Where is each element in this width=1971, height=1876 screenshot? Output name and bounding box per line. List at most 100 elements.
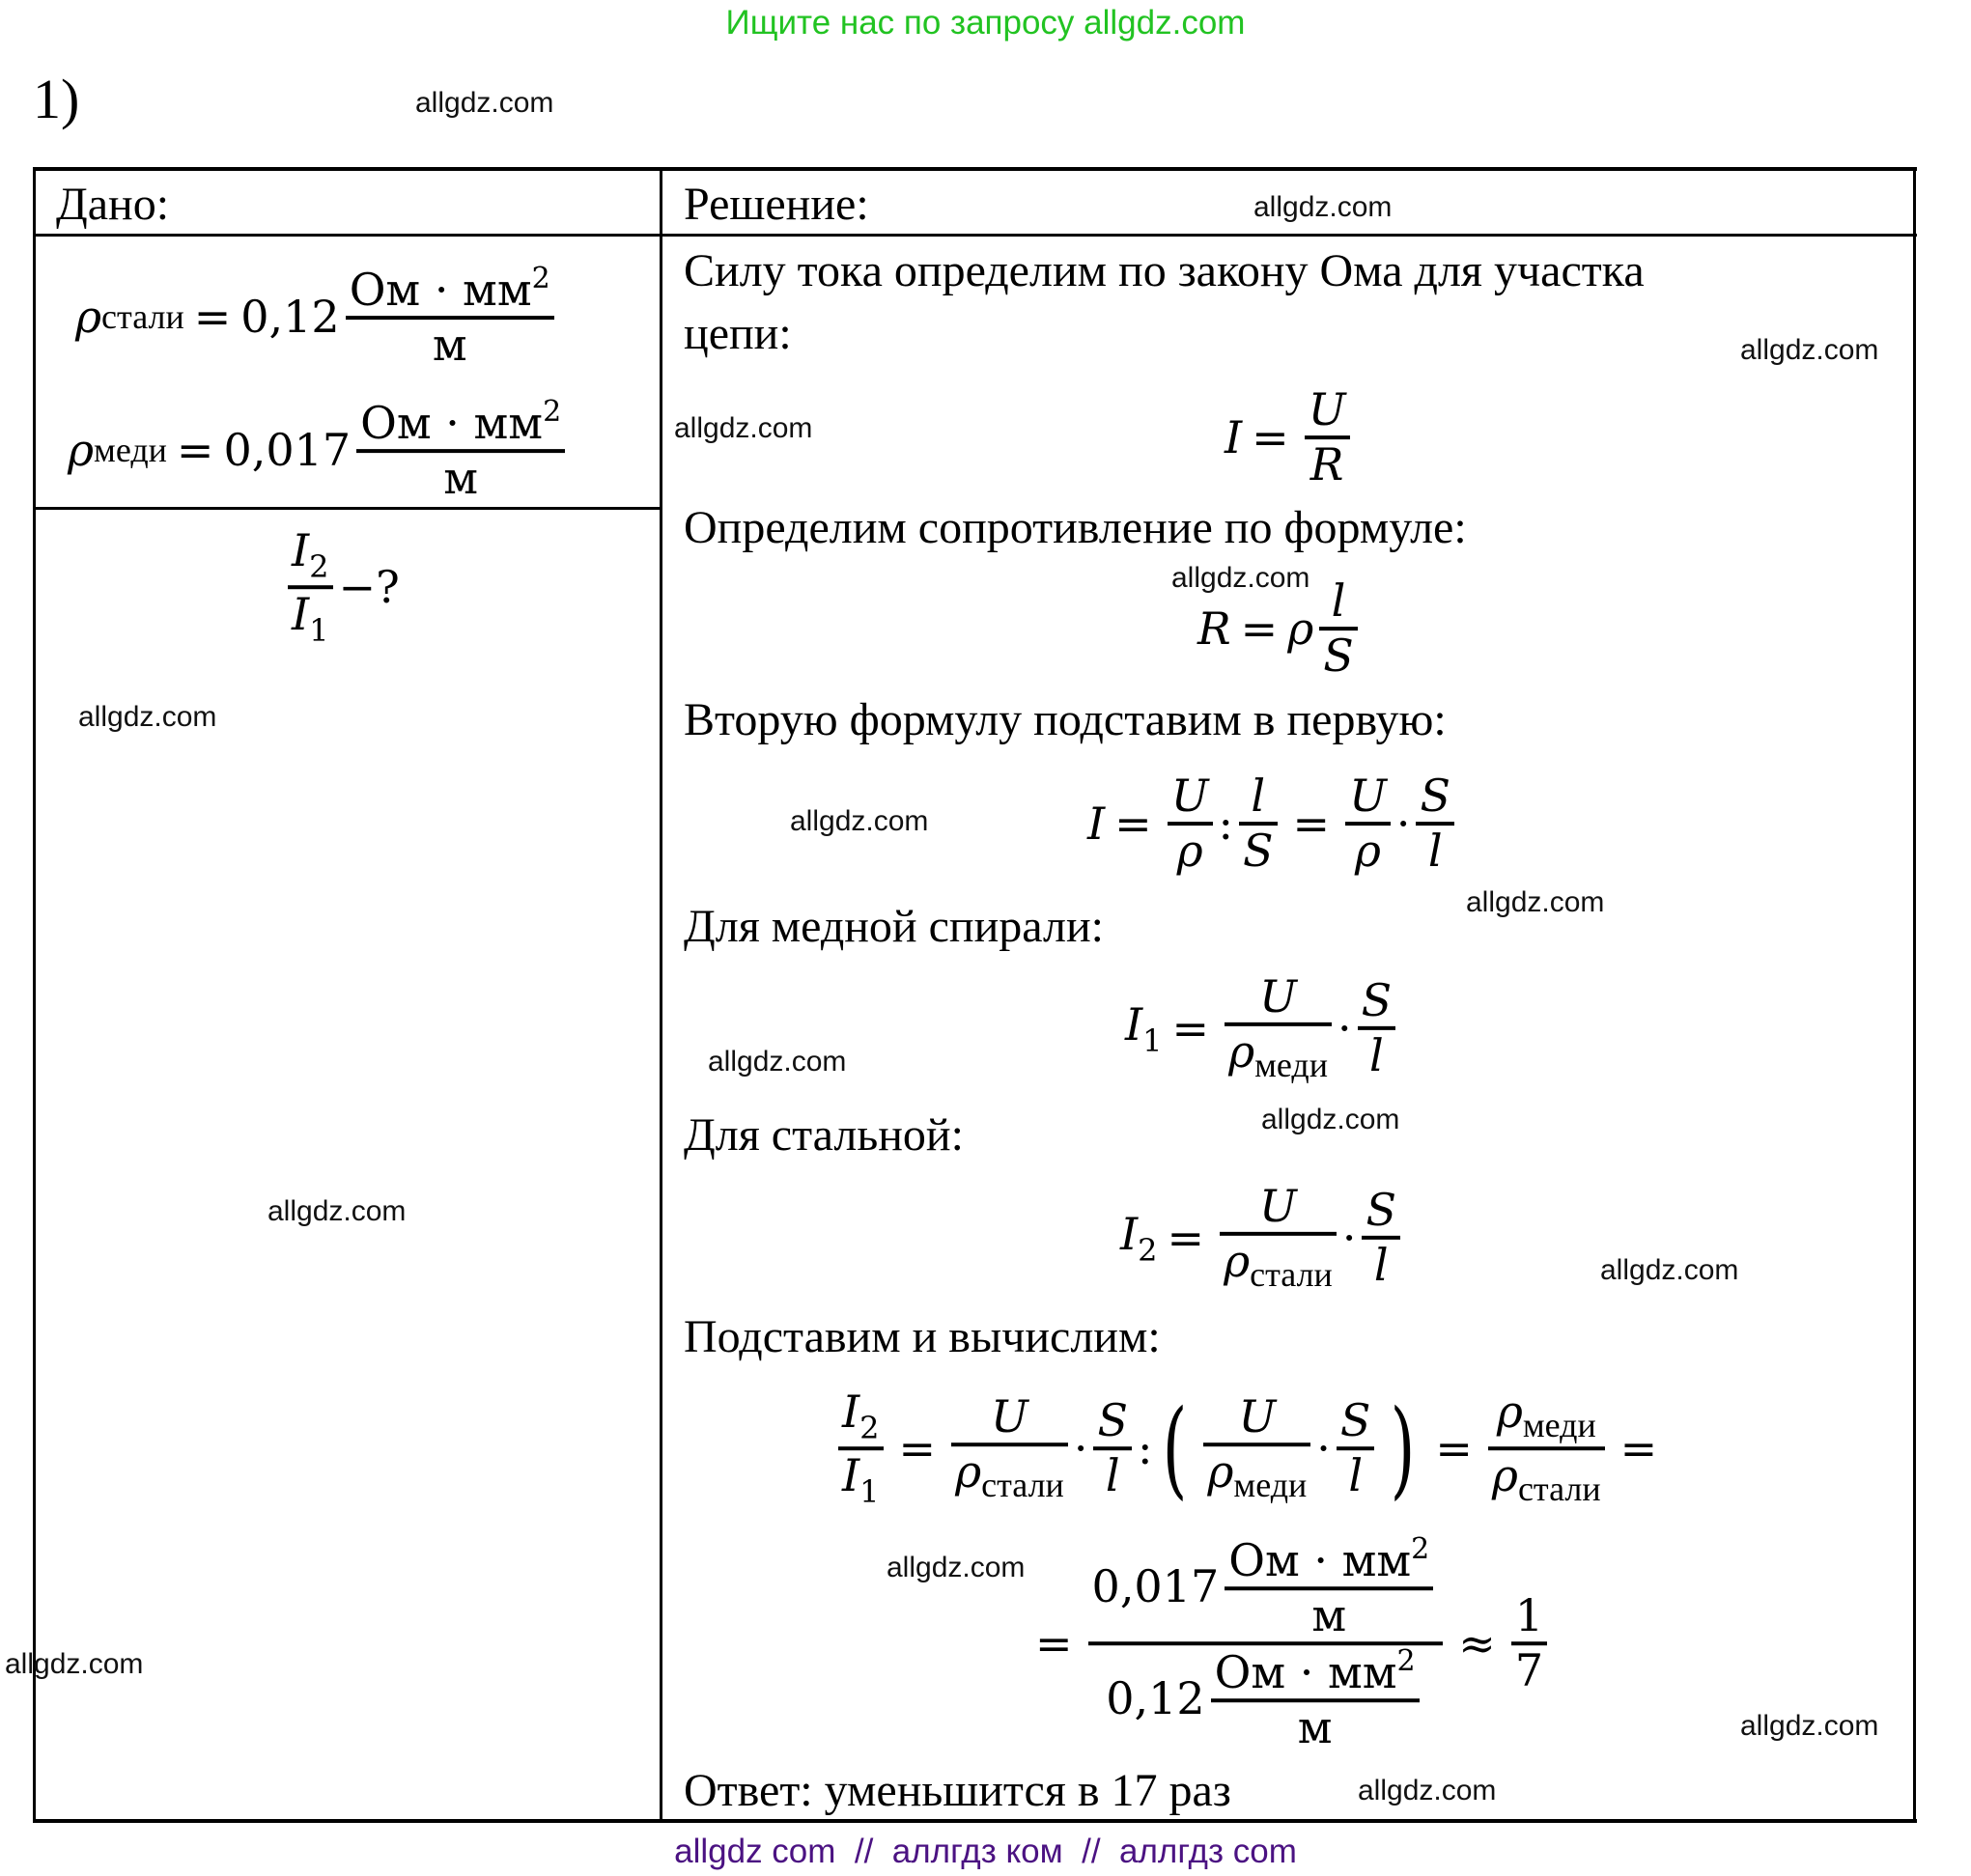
subscript: 1 (859, 1473, 880, 1510)
copper-value: 0,017 (1091, 1560, 1220, 1613)
denominator: l (1373, 1239, 1389, 1291)
resistance-formula: R = ρ l S (1197, 575, 1364, 682)
fraction-bar (1362, 1236, 1400, 1240)
fraction-bar (356, 449, 566, 453)
current-ratio: I2 I1 (288, 525, 333, 649)
subscript: 2 (859, 1410, 880, 1447)
numerator: U (1308, 383, 1346, 436)
question-mark: −? (338, 561, 400, 613)
rho-symbol: ρ (1287, 602, 1314, 655)
equals-sign: = (193, 291, 232, 343)
denominator: R (1309, 438, 1344, 490)
subscript: меди (94, 431, 167, 469)
table-right-border (1913, 167, 1916, 1823)
numerator: U (1259, 1179, 1297, 1232)
lhs: I (1087, 798, 1106, 850)
subscript: стали (1517, 1470, 1601, 1508)
subscript: стали (981, 1465, 1064, 1504)
subscript: 1 (309, 612, 329, 649)
division-sign: : (1137, 1422, 1153, 1474)
watermark: allgdz.com (1253, 191, 1393, 223)
steel-value: 0,12 (1106, 1672, 1205, 1725)
denominator: l (1369, 1029, 1384, 1081)
fraction-bar (1416, 822, 1454, 826)
unit-fraction: Ом · мм2 м (356, 395, 566, 504)
lhs: I (1225, 411, 1243, 463)
fraction-bar (1167, 822, 1213, 826)
multiply-dot: · (1337, 1002, 1352, 1054)
table-left-border (33, 167, 36, 1823)
watermark: allgdz.com (1740, 334, 1879, 366)
solution-line-4: Вторую формулу подставим в первую: (684, 694, 1447, 745)
fraction-bar (1304, 435, 1350, 439)
equals-sign: = (1435, 1422, 1473, 1474)
denominator: I (292, 588, 310, 640)
subscript: 1 (1142, 1022, 1163, 1059)
ohm-law-formula: I = U R (1225, 384, 1356, 490)
multiply-dot: · (1316, 1422, 1331, 1474)
solution-line-7: Подставим и вычислим: (684, 1311, 1161, 1362)
fraction-bar (1239, 822, 1278, 826)
table-top-border (34, 167, 1917, 171)
fraction-bar (1225, 1586, 1434, 1591)
fraction-bar (1087, 1641, 1444, 1645)
rho-symbol: ρ (1224, 1234, 1251, 1287)
denominator: S (1323, 630, 1354, 682)
equals-sign: = (176, 424, 214, 476)
fraction-bar (1210, 1697, 1420, 1702)
table-bottom-border (34, 1819, 1917, 1823)
numerator: U (1238, 1389, 1277, 1442)
subscript: меди (1522, 1406, 1596, 1445)
numerator: 1 (1514, 1589, 1544, 1642)
solution-line-2: цепи: (684, 308, 792, 359)
header-row-divider (34, 234, 1917, 237)
denominator: l (1105, 1449, 1120, 1501)
watermark: allgdz.com (1358, 1775, 1497, 1806)
unit-denominator: м (443, 452, 479, 504)
numerator: U (1349, 770, 1387, 823)
footer-links: allgdz com // аллгдз ком // аллгдз com (674, 1833, 1297, 1870)
numerator: U (991, 1389, 1028, 1442)
solution-line-1: Силу тока определим по закону Ома для уч… (684, 245, 1645, 296)
fraction-bar (1203, 1442, 1311, 1446)
denominator: ρ (1354, 825, 1381, 877)
equals-sign: = (1292, 798, 1331, 850)
denominator: S (1243, 825, 1274, 877)
fraction-bar (288, 585, 333, 589)
search-banner: Ищите нас по запросу allgdz.com (725, 4, 1246, 42)
equals-sign: = (1035, 1617, 1073, 1669)
rho-symbol: ρ (75, 291, 102, 343)
fraction-bar (838, 1446, 884, 1450)
answer-line: Ответ: уменьшится в 17 раз (684, 1765, 1231, 1816)
subscript: 2 (309, 548, 329, 586)
equals-sign: = (1240, 602, 1279, 655)
solution-header: Решение: (684, 179, 869, 230)
unit-numerator: Ом · мм (349, 264, 532, 317)
numerator: l (1331, 574, 1346, 628)
unit-fraction: Ом · мм2 м (345, 262, 554, 371)
numerator: l (1251, 770, 1266, 823)
given-header: Дано: (56, 179, 170, 230)
numerator: S (1361, 974, 1393, 1027)
numerator: U (1259, 969, 1297, 1022)
unit-denominator: м (432, 319, 467, 371)
numerator: S (1097, 1394, 1128, 1447)
unit-numerator: Ом · мм (1228, 1534, 1412, 1587)
find-ratio: I2 I1 −? (282, 525, 400, 649)
subscript: стали (101, 297, 184, 336)
fraction-bar (1336, 1446, 1375, 1450)
value: 0,017 (223, 424, 352, 476)
lhs: I (1120, 1207, 1139, 1260)
